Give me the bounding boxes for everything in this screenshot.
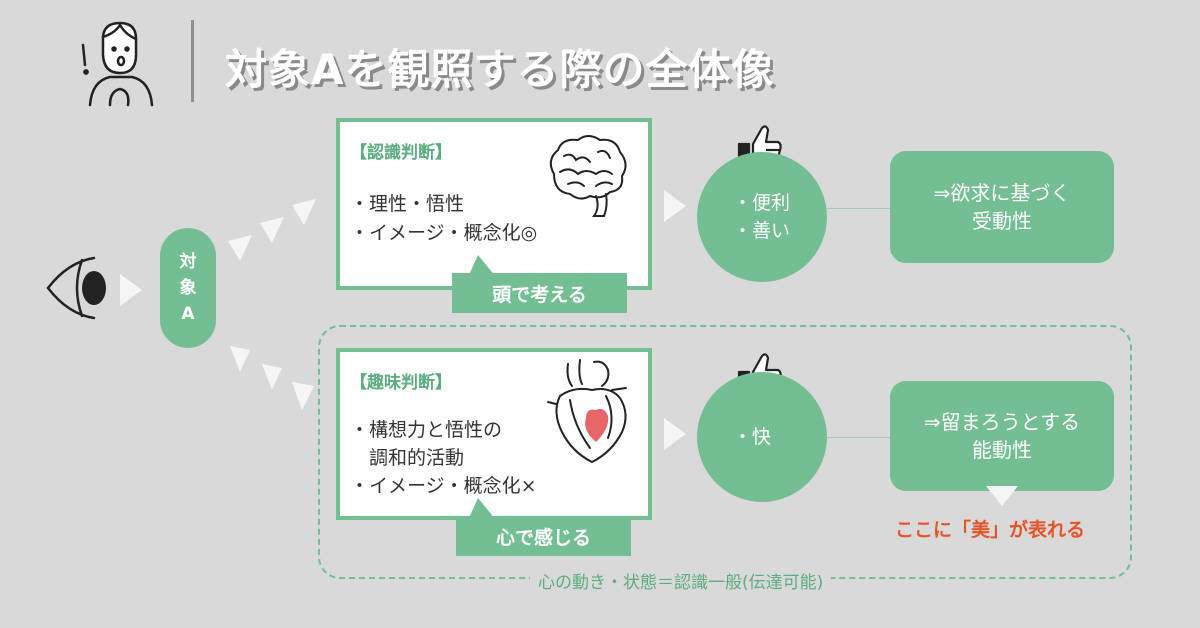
useful-good-circle: ・便利 ・善い <box>697 152 827 282</box>
result-line: ⇒留まろうとする <box>923 410 1081 434</box>
down-arrow-triangle <box>986 486 1018 506</box>
circle-line: ・善い <box>733 220 791 242</box>
box-heading: 【趣味判断】 <box>350 373 452 393</box>
box-heading: 【認識判断】 <box>350 143 452 163</box>
thinking-person-icon <box>81 21 154 107</box>
heart-organ-icon <box>547 359 627 464</box>
page-title: 対象Aを観照する際の全体像 <box>225 45 775 94</box>
stay-activity-box: ⇒留まろうとする 能動性 <box>890 381 1114 491</box>
beauty-note: ここに「美」が表れる <box>895 519 1086 541</box>
arrow-bottom-box-to-circle <box>664 418 686 450</box>
object-label-char: A <box>181 304 195 324</box>
pleasure-circle: ・快 <box>697 372 827 502</box>
dashed-caption: 心の動き・状態＝認識一般(伝達可能) <box>530 568 832 593</box>
box-line: ・理性・悟性 <box>350 193 465 215</box>
feel-with-heart-tag: 心で感じる <box>456 516 631 556</box>
think-with-head-tag: 頭で考える <box>452 273 627 313</box>
title-divider <box>191 20 194 102</box>
speech-tail <box>468 498 496 520</box>
brain-icon <box>549 135 627 217</box>
arrows-to-top-box <box>228 199 316 261</box>
circle-line: ・快 <box>733 426 772 448</box>
result-line: 能動性 <box>972 438 1032 462</box>
arrow-top-box-to-circle <box>664 190 686 222</box>
object-label-char: 象 <box>179 278 197 298</box>
box-line: ・構想力と悟性の <box>350 419 503 441</box>
arrows-to-bottom-box <box>230 346 314 410</box>
desire-passivity-box: ⇒欲求に基づく 受動性 <box>890 151 1114 263</box>
connector-line <box>827 208 891 209</box>
result-line: ⇒欲求に基づく <box>933 181 1071 205</box>
circle-line: ・便利 <box>733 192 791 214</box>
box-line: 調和的活動 <box>350 447 465 469</box>
arrow-eye-to-object <box>120 274 142 306</box>
cognitive-judgment-box: 【認識判断】 ・理性・悟性 ・イメージ・概念化◎ <box>336 118 652 290</box>
box-line: ・イメージ・概念化◎ <box>350 222 538 244</box>
object-a-pill: 対 象 A <box>160 228 216 348</box>
result-line: 受動性 <box>972 209 1032 233</box>
eye-icon <box>46 256 106 320</box>
box-line: ・イメージ・概念化× <box>350 475 537 497</box>
speech-tail <box>468 255 496 277</box>
object-label-char: 対 <box>179 252 197 272</box>
connector-line <box>827 437 891 438</box>
